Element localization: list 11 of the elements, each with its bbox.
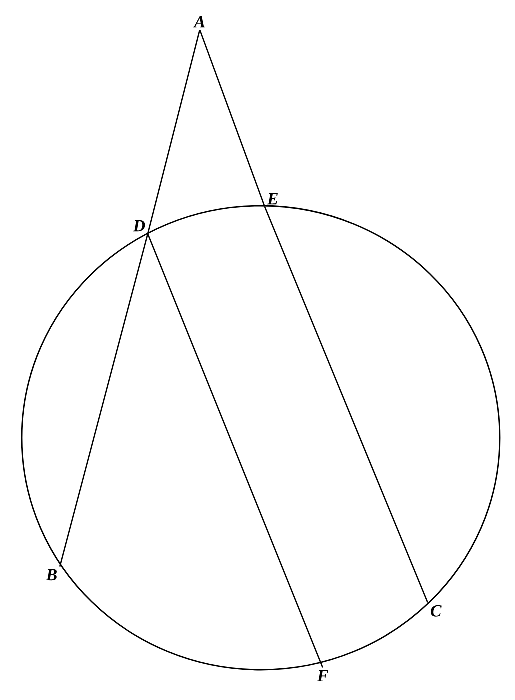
line-segment (59, 234, 149, 567)
point-label: B (46, 569, 57, 581)
line-segment (147, 30, 201, 234)
point-label: C (430, 605, 442, 617)
point-label: E (267, 193, 278, 205)
line-segment (199, 30, 266, 208)
point-label: F (317, 670, 328, 682)
line-segment (264, 206, 429, 604)
point-label: A (193, 16, 205, 28)
point-label: D (133, 220, 146, 232)
line-segment (147, 234, 324, 668)
